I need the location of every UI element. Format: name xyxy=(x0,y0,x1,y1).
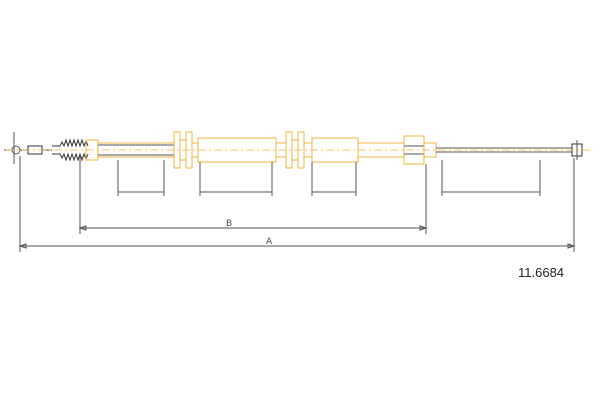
segment-dimension-1 xyxy=(117,160,165,196)
dimension-a: A xyxy=(18,156,576,252)
dimension-b: B xyxy=(78,154,428,234)
left-end-fitting xyxy=(4,132,52,164)
inner-cable xyxy=(436,147,572,153)
segment-dimension-2 xyxy=(199,162,273,196)
sheath-section-2 xyxy=(191,137,287,163)
dimension-b-label: B xyxy=(226,219,232,229)
segment-dimension-3 xyxy=(311,162,357,196)
segment-dimension-4 xyxy=(441,160,541,196)
part-number: 11.6684 xyxy=(518,265,564,280)
dimension-a-label: A xyxy=(266,237,273,247)
